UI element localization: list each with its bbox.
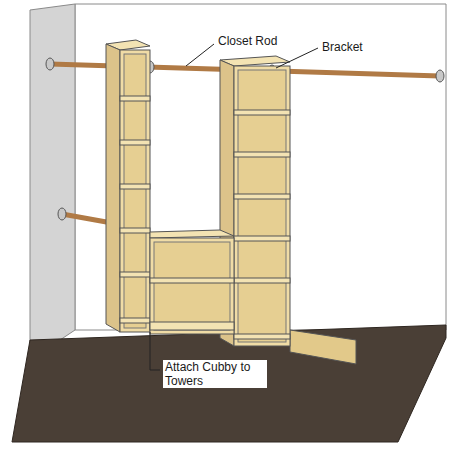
part-label: Closet Rod: [216, 34, 279, 48]
part-label: Bracket: [320, 40, 365, 54]
note-label: Attach Cubby to Towers: [163, 360, 267, 388]
